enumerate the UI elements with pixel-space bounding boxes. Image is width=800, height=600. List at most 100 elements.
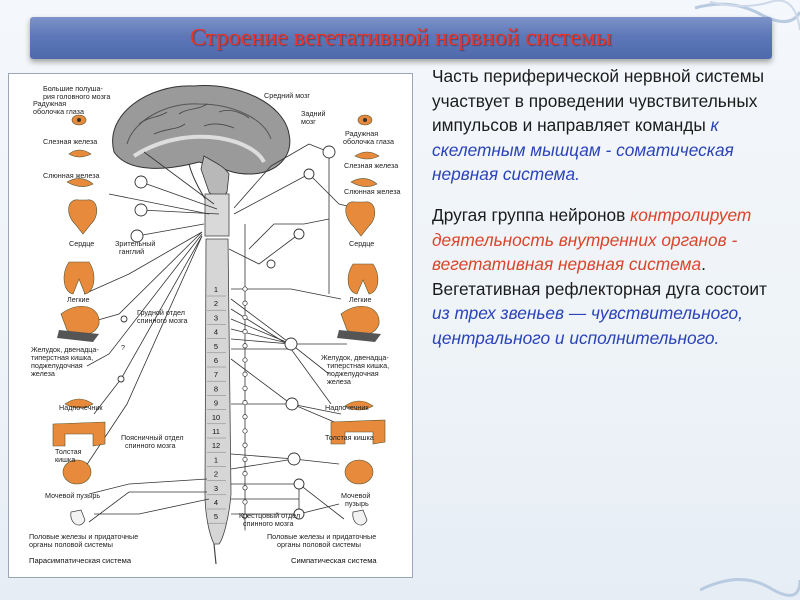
label-sympathetic: Симпатическая система bbox=[291, 556, 377, 565]
label-hemispheres-2: рия головного мозга bbox=[43, 92, 110, 101]
label-sacral-2: спинного мозга bbox=[243, 519, 294, 528]
segment-number: 7 bbox=[214, 370, 218, 379]
sympathetic-chain-node bbox=[242, 428, 248, 434]
highlight-somatic: к скелетным мышцам - соматическая нервна… bbox=[432, 115, 734, 185]
segment-number: 2 bbox=[214, 299, 218, 308]
slide-title: Строение вегетативной нервной системы bbox=[189, 24, 613, 51]
adrenal-icon bbox=[344, 400, 374, 411]
bladder-icon bbox=[62, 459, 92, 485]
parasympathetic-pathways bbox=[73, 151, 220, 523]
colon-icon bbox=[330, 419, 386, 445]
label-salivary-right: Слюнная железа bbox=[344, 187, 401, 196]
label-lacrimal-left: Слезная железа bbox=[43, 137, 97, 146]
sympathetic-chain-node bbox=[242, 371, 248, 377]
corner-decoration-top-right bbox=[694, 0, 800, 31]
label-lumbar-2: спинного мозга bbox=[125, 441, 176, 450]
label-thoracic-2: спинного мозга bbox=[137, 316, 188, 325]
segment-number: 12 bbox=[212, 441, 220, 450]
sympathetic-chain-node bbox=[242, 286, 248, 292]
segment-number: 4 bbox=[214, 498, 218, 507]
label-lacrimal-right: Слезная железа bbox=[344, 161, 398, 170]
center-labels: Средний мозг Задний мозг Грудной отдел с… bbox=[121, 91, 326, 528]
segment-number: 5 bbox=[214, 512, 218, 521]
label-gonads-right-1: Половые железы и придаточные bbox=[267, 532, 376, 541]
segment-number: 5 bbox=[214, 342, 218, 351]
colon-icon bbox=[52, 421, 106, 447]
paragraph-somatic-text: Часть периферической нервной системы уча… bbox=[432, 66, 765, 136]
sympathetic-chain-node bbox=[242, 300, 248, 306]
label-hindbrain-2: мозг bbox=[301, 117, 316, 126]
paragraph-somatic: Часть периферической нервной системы уча… bbox=[432, 64, 780, 187]
label-stomach-right-3: поджелудочная bbox=[327, 369, 379, 378]
sympathetic-chain-node bbox=[242, 400, 248, 406]
sympathetic-chain-node bbox=[242, 456, 248, 462]
label-thoracic-1: Грудной отдел bbox=[137, 308, 185, 317]
label-lungs-left: Легкие bbox=[67, 295, 90, 304]
label-colon-left-1: Толстая bbox=[55, 447, 82, 456]
label-stomach-left-3: поджелудочная bbox=[31, 361, 83, 370]
label-colon-left-2: кишка bbox=[55, 455, 75, 464]
label-lumbar-1: Поясничный отдел bbox=[121, 433, 184, 442]
sympathetic-chain-node bbox=[242, 314, 248, 320]
label-stomach-left-4: железа bbox=[31, 369, 55, 378]
paragraph-autonomic: Другая группа нейронов контролирует деят… bbox=[432, 203, 780, 351]
title-bar: Строение вегетативной нервной системы bbox=[30, 17, 772, 59]
stomach-icon bbox=[340, 305, 380, 336]
heart-icon bbox=[68, 199, 98, 235]
segment-number: 4 bbox=[214, 328, 218, 337]
label-bladder-right-1: Мочевой bbox=[341, 491, 370, 500]
sympathetic-chain-node bbox=[242, 385, 248, 391]
label-colon-right: Толстая кишка bbox=[325, 433, 374, 442]
label-sacral-1: Крестцовый отдел bbox=[239, 511, 300, 520]
salivary-gland-icon bbox=[350, 178, 378, 187]
label-adrenal-left: Надпочечник bbox=[59, 403, 103, 412]
label-midbrain: Средний мозг bbox=[264, 91, 310, 100]
salivary-gland-icon bbox=[66, 178, 94, 187]
label-gonads-left-1: Половые железы и придаточные bbox=[29, 532, 138, 541]
label-iris-right-1: Радужная bbox=[345, 129, 378, 138]
label-gonads-left-2: органы половой системы bbox=[29, 540, 113, 549]
segment-number: 9 bbox=[214, 399, 218, 408]
paragraph-autonomic-intro: Другая группа нейронов bbox=[432, 204, 631, 225]
segment-number: 6 bbox=[214, 356, 218, 365]
heart-icon bbox=[345, 201, 376, 237]
sympathetic-ganglia bbox=[266, 145, 336, 520]
lacrimal-gland-icon bbox=[68, 149, 92, 158]
lacrimal-gland-icon bbox=[354, 151, 380, 160]
label-stomach-left-2: типерстная кишка, bbox=[31, 353, 93, 362]
label-question: ? bbox=[121, 343, 125, 352]
segment-number: 8 bbox=[214, 384, 218, 393]
label-ganglion-1: Зрительный bbox=[115, 239, 155, 248]
segment-number: 1 bbox=[214, 285, 218, 294]
label-iris-left-2: оболочка глаза bbox=[33, 107, 84, 116]
highlight-three-links: из трех звеньев — чувствительного, центр… bbox=[432, 303, 743, 348]
sympathetic-chain-node bbox=[242, 343, 248, 349]
segment-number: 3 bbox=[214, 313, 218, 322]
label-stomach-right-1: Желудок, двенадца- bbox=[321, 353, 389, 362]
paragraph-reflex-arc: . Вегетативная рефлекторная дуга состоит bbox=[432, 254, 767, 299]
segment-number: 1 bbox=[214, 455, 218, 464]
sympathetic-chain-dots bbox=[242, 224, 248, 531]
sympathetic-chain-node bbox=[242, 329, 248, 335]
brain-illustration bbox=[112, 85, 291, 215]
label-stomach-right-4: железа bbox=[327, 377, 351, 386]
spinal-cord bbox=[204, 193, 232, 565]
label-gonads-right-2: органы половой системы bbox=[277, 540, 361, 549]
description-text: Часть периферической нервной системы уча… bbox=[432, 64, 780, 351]
label-iris-left-1: Радужная bbox=[33, 99, 66, 108]
stomach-icon bbox=[60, 305, 100, 336]
label-iris-right-2: оболочка глаза bbox=[343, 137, 394, 146]
gonads-icon bbox=[70, 509, 86, 526]
label-stomach-right-2: типерстная кишка, bbox=[327, 361, 389, 370]
label-stomach-left-1: Желудок, двенадца- bbox=[31, 345, 99, 354]
sympathetic-chain-node bbox=[242, 442, 248, 448]
right-labels: Радужная оболочка глаза Слезная железа С… bbox=[267, 129, 401, 565]
corner-decoration-bottom-right bbox=[700, 578, 800, 597]
highlight-autonomic: контролирует деятельность внутренних орг… bbox=[432, 204, 752, 275]
segment-number: 11 bbox=[212, 427, 220, 436]
segment-number: 2 bbox=[214, 470, 218, 479]
label-heart-right: Сердце bbox=[349, 239, 374, 248]
segment-number: 10 bbox=[212, 413, 220, 422]
sympathetic-chain-node bbox=[242, 485, 248, 491]
